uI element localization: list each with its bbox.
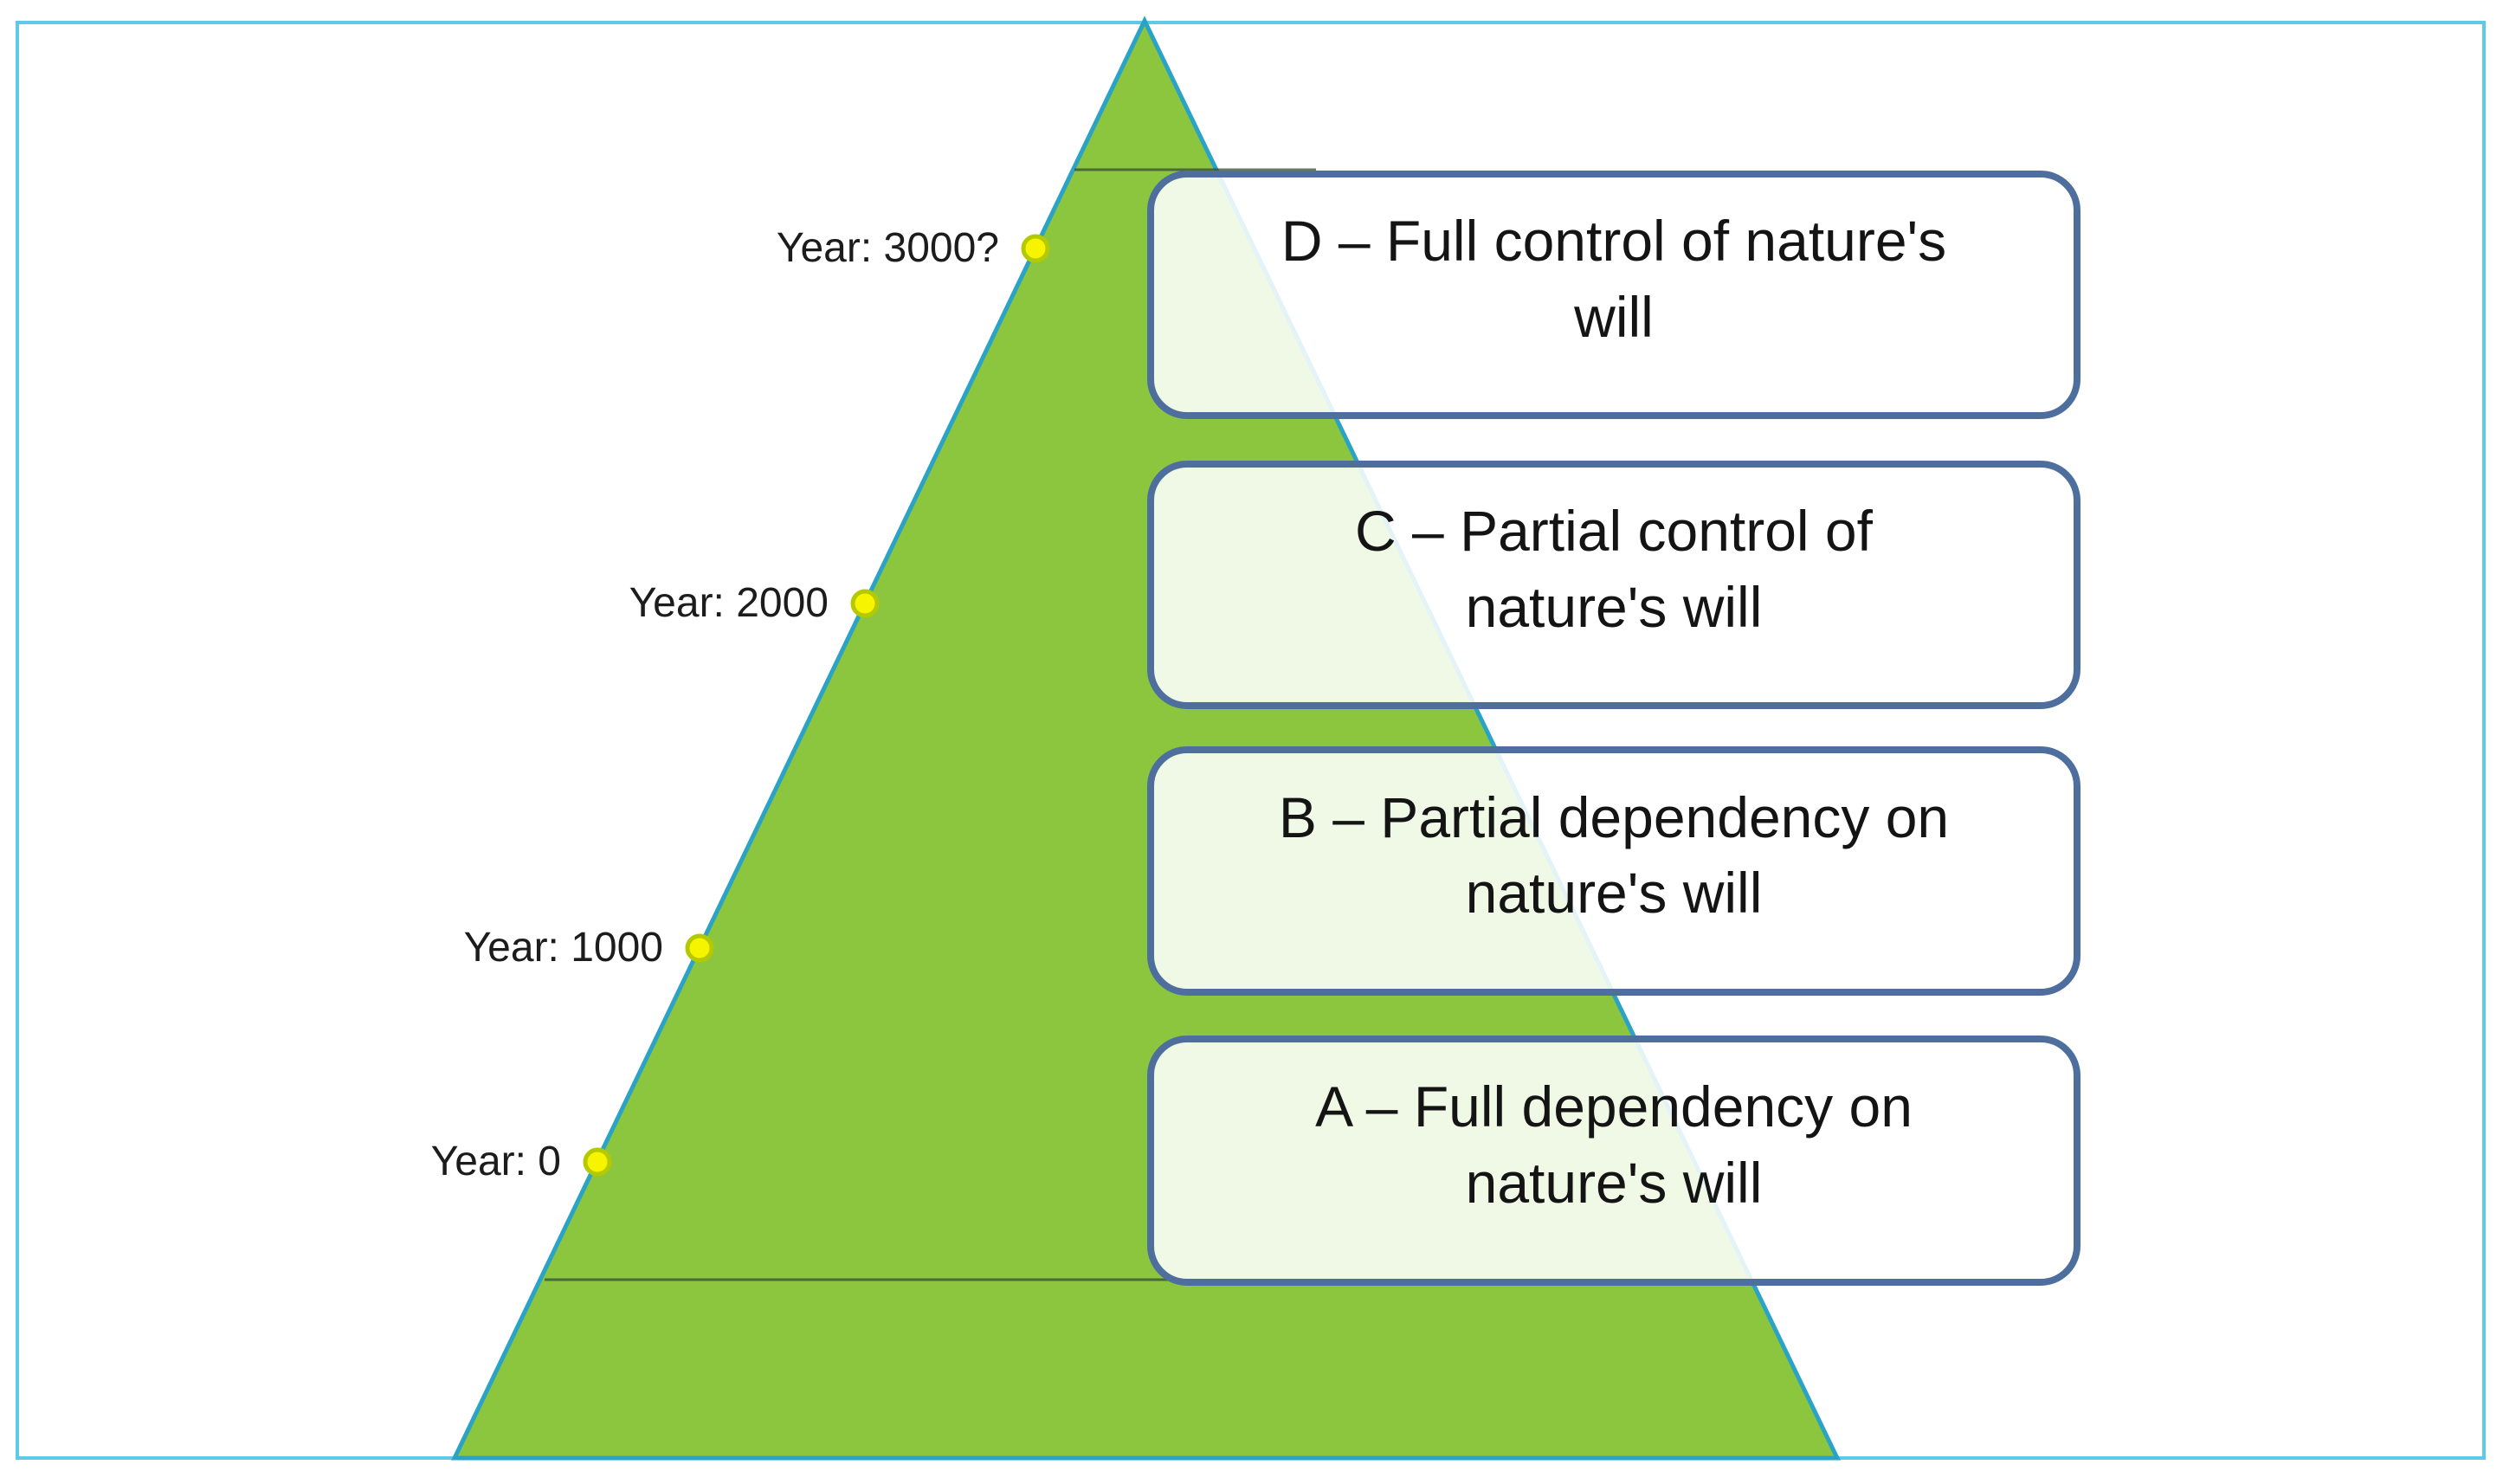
stage-box-b-line2: nature's will <box>1465 861 1763 925</box>
stage-box-b-text: B – Partial dependency on nature's will <box>1279 780 1949 931</box>
year-3000-dot-icon <box>1021 234 1050 263</box>
stage-box-b-line1: B – Partial dependency on <box>1278 784 1950 849</box>
stage-box-a-text: A – Full dependency on nature's will <box>1315 1069 1913 1220</box>
stage-box-c-line1: C – Partial control of <box>1355 499 1873 564</box>
stage-box-c-line2: nature's will <box>1465 574 1763 639</box>
year-label-0: Year: 0 <box>430 1139 561 1184</box>
year-1000-dot-icon <box>685 933 714 963</box>
stage-box-d: D – Full control of nature's will <box>1147 171 2080 419</box>
stage-box-d-text: D – Full control of nature's will <box>1281 203 1946 354</box>
year-label-1000: Year: 1000 <box>463 925 663 971</box>
stage-box-d-line2: will <box>1574 284 1654 349</box>
stage-box-a-line1: A – Full dependency on <box>1315 1074 1913 1139</box>
year-label-2000: Year: 2000 <box>629 580 829 626</box>
year-2000-dot-icon <box>850 589 880 618</box>
year-0-dot-icon <box>583 1147 612 1177</box>
stage-box-c-text: C – Partial control of nature's will <box>1355 494 1873 644</box>
year-label-3000: Year: 3000? <box>776 225 999 271</box>
stage-box-a-line2: nature's will <box>1465 1150 1763 1215</box>
stage-box-c: C – Partial control of nature's will <box>1147 461 2080 709</box>
stage-box-b: B – Partial dependency on nature's will <box>1147 746 2080 996</box>
stage-box-d-line1: D – Full control of nature's <box>1281 209 1947 274</box>
stage-box-a: A – Full dependency on nature's will <box>1147 1036 2080 1286</box>
